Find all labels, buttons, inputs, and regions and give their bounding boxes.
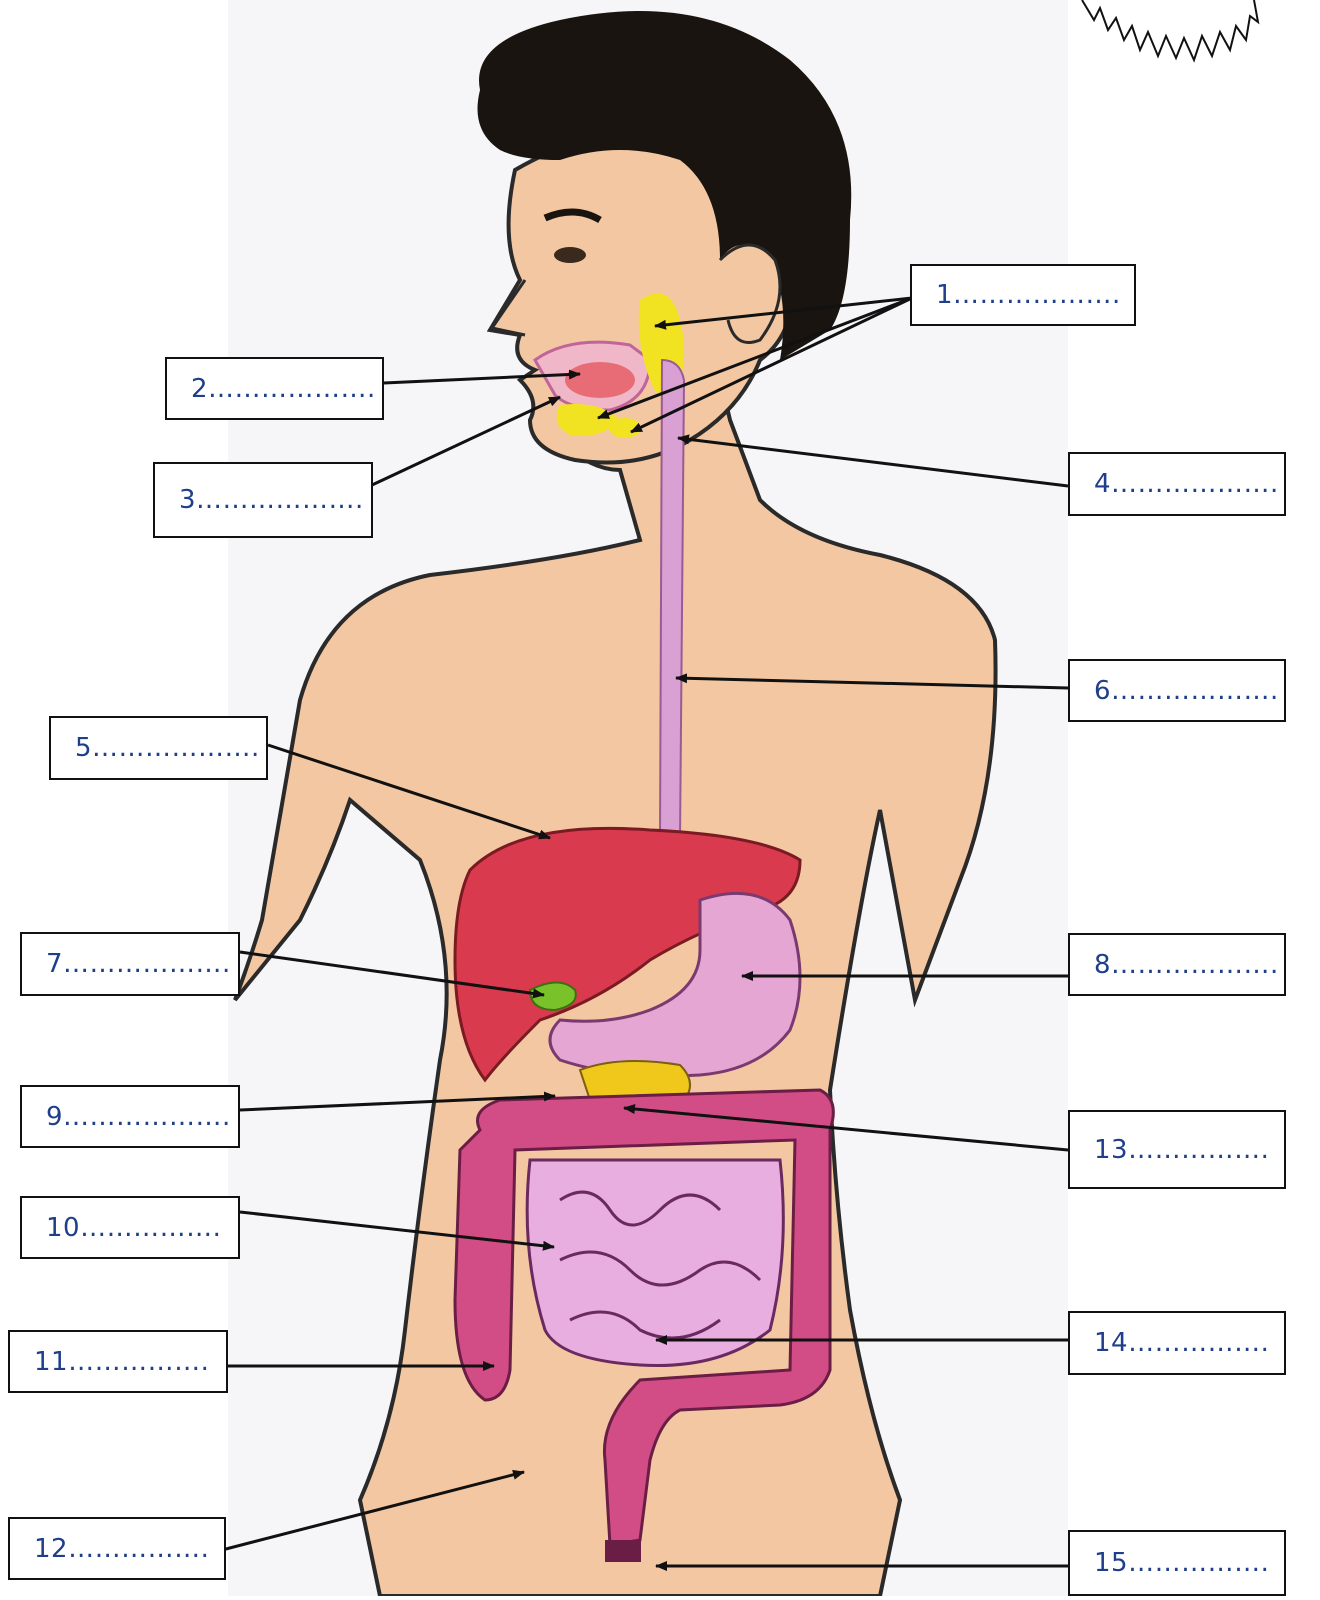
label-10-text: 10……………. [46, 1213, 221, 1243]
label-box-11: 11……………. [8, 1330, 228, 1393]
label-box-8: 8………………. [1068, 933, 1286, 996]
label-box-1: 1………………. [910, 264, 1136, 326]
label-12-text: 12……………. [34, 1534, 209, 1564]
label-8-text: 8………………. [1094, 950, 1279, 980]
gallbladder [530, 983, 576, 1011]
tongue [565, 362, 635, 398]
label-box-10: 10……………. [20, 1196, 240, 1259]
eye [554, 247, 586, 263]
sun-decoration [1082, 0, 1258, 60]
label-box-13: 13……………. [1068, 1110, 1286, 1189]
label-6-text: 6………………. [1094, 676, 1279, 706]
label-2-text: 2………………. [191, 374, 376, 404]
label-box-14: 14……………. [1068, 1311, 1286, 1375]
label-box-2: 2………………. [165, 357, 384, 420]
label-box-7: 7………………. [20, 932, 240, 996]
label-4-text: 4………………. [1094, 469, 1279, 499]
esophagus [660, 360, 684, 840]
label-5-text: 5………………. [75, 733, 260, 763]
label-15-text: 15……………. [1094, 1548, 1269, 1578]
label-box-9: 9………………. [20, 1085, 240, 1148]
label-box-3: 3………………. [153, 462, 373, 538]
label-13-text: 13……………. [1094, 1135, 1269, 1165]
label-box-4: 4………………. [1068, 452, 1286, 516]
label-11-text: 11……………. [34, 1347, 209, 1377]
label-box-6: 6………………. [1068, 659, 1286, 722]
label-3-text: 3………………. [179, 485, 364, 515]
label-box-12: 12……………. [8, 1517, 226, 1580]
label-7-text: 7………………. [46, 949, 231, 979]
label-1-text: 1………………. [936, 280, 1121, 310]
label-box-15: 15……………. [1068, 1530, 1286, 1596]
label-14-text: 14……………. [1094, 1328, 1269, 1358]
label-9-text: 9………………. [46, 1102, 231, 1132]
rectum [605, 1540, 641, 1562]
label-box-5: 5………………. [49, 716, 268, 780]
